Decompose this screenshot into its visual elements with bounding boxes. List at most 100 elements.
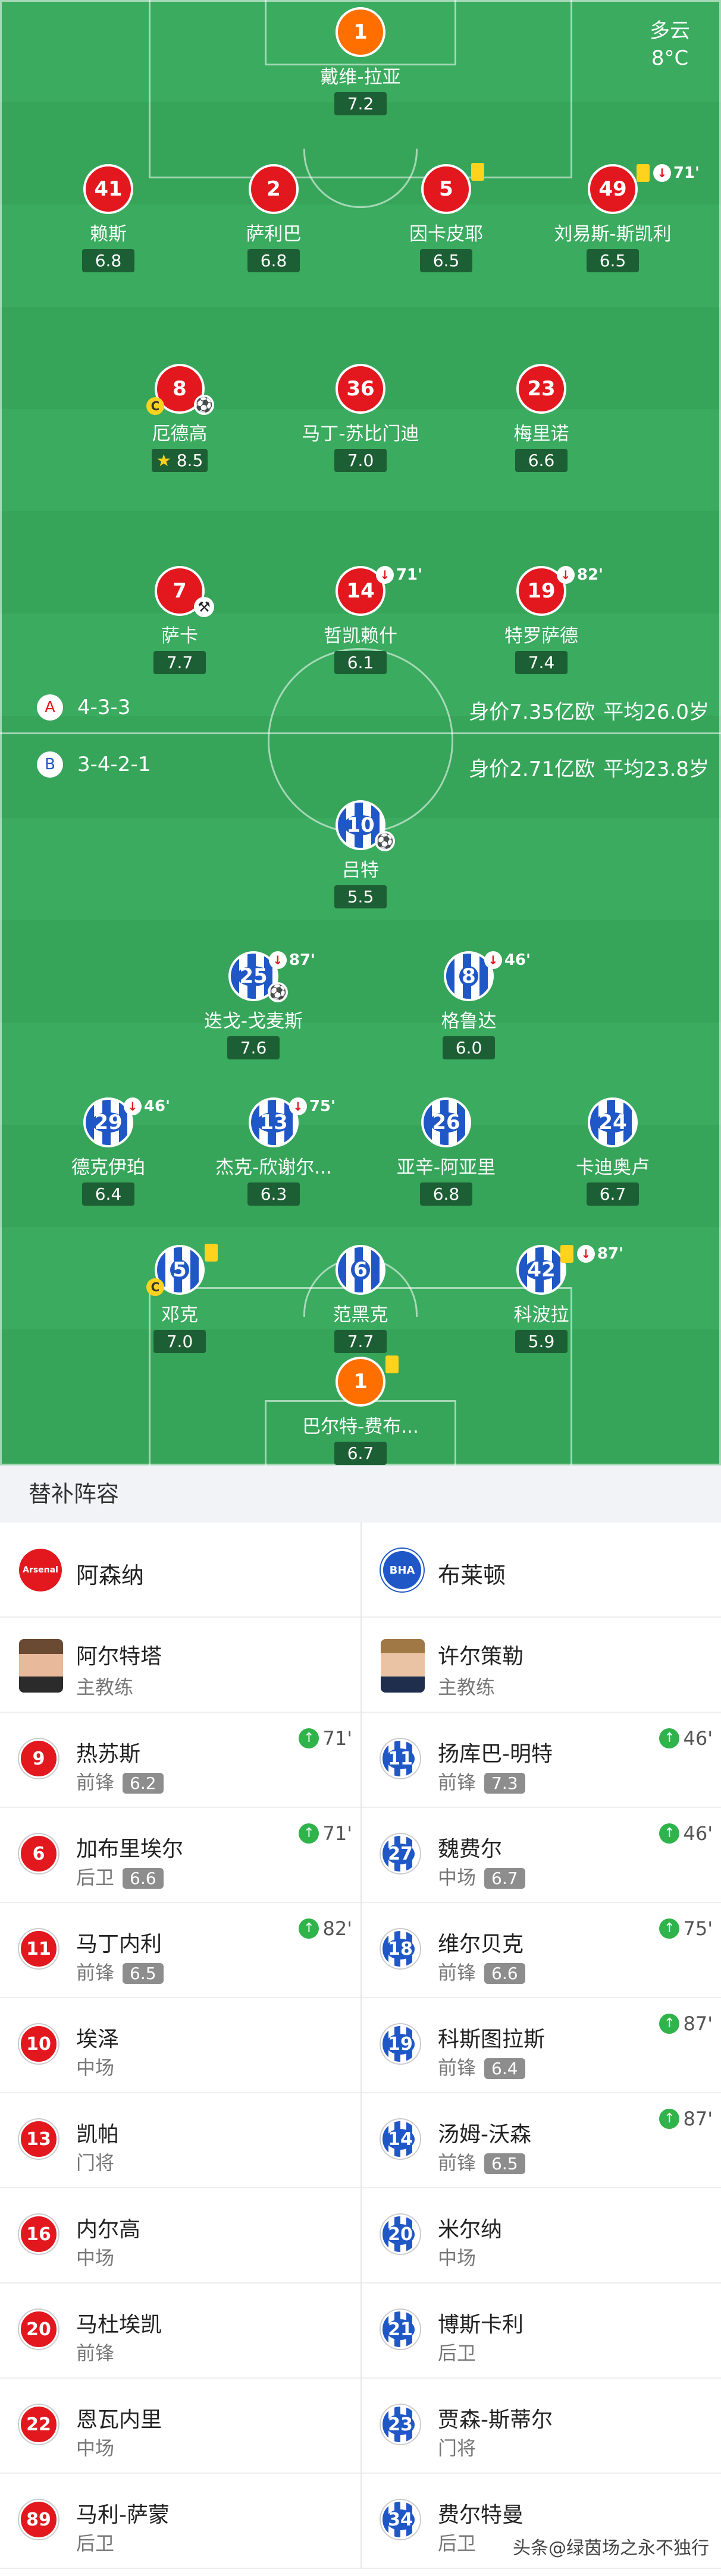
sub-out-badge: ↓87' <box>560 1245 623 1263</box>
player-number: 19 <box>527 579 556 603</box>
away-player-am2[interactable]: 8 ↓46' 格鲁达 6.0 <box>380 951 558 1059</box>
away-player-m3[interactable]: 26 亚辛-阿亚里 6.8 <box>357 1097 535 1206</box>
home-player-f2[interactable]: 14 ↓71' 哲凯赖什 6.1 <box>271 566 450 674</box>
player-number: 5 <box>439 177 453 201</box>
star-icon: ★ <box>156 451 171 470</box>
home-value: 身价7.35亿欧 <box>469 700 595 724</box>
sub-in-badge: ↑82' <box>299 1917 352 1940</box>
home-player-m2[interactable]: 36 马丁-苏比门迪 7.0 <box>271 364 450 472</box>
sub-in-badge: ↑71' <box>299 1727 352 1750</box>
player-rating: 5.9 <box>515 1330 568 1353</box>
player-name: 邓克 <box>161 1304 198 1326</box>
home-coach[interactable]: 阿尔特塔 主教练 <box>0 1618 360 1713</box>
arsenal-crest-icon: A <box>37 694 63 721</box>
sub-player-rating: 7.3 <box>484 1773 525 1794</box>
player-rating: 6.8 <box>82 249 134 272</box>
home-player-d3[interactable]: 5 因卡皮耶 6.5 <box>357 163 535 272</box>
player-rating: 6.3 <box>247 1182 300 1206</box>
player-rating: 7.7 <box>153 651 206 674</box>
player-rating: 6.5 <box>587 249 639 272</box>
player-number: 6 <box>351 1260 370 1280</box>
away-player-gk[interactable]: 1 巴尔特-费布... 6.7 <box>271 1355 450 1465</box>
sub-in-icon: ↑ <box>659 2109 680 2129</box>
sub-player-position: 中场 <box>76 2056 115 2079</box>
player-number: 36 <box>346 377 375 401</box>
home-team-header: Arsenal 阿森纳 <box>0 1523 360 1618</box>
player-name: 梅里诺 <box>513 423 569 445</box>
sub-player-position: 门将 <box>76 2152 115 2174</box>
subs-title: 替补阵容 <box>0 1465 721 1523</box>
player-number: 13 <box>257 1112 290 1133</box>
sub-player-name: 贾森-斯蒂尔 <box>438 2408 553 2432</box>
yellow-card-icon <box>385 1355 399 1373</box>
home-formation: 4-3-3 <box>77 696 131 719</box>
away-player-d3[interactable]: 42 ↓87' 科波拉 5.9 <box>452 1245 631 1353</box>
sub-in-badge: ↑87' <box>659 2108 713 2130</box>
sub-player-position: 中场 <box>76 2437 115 2459</box>
home-player-d2[interactable]: 2 萨利巴 6.8 <box>184 164 363 272</box>
sub-in-icon: ↑ <box>659 2014 680 2034</box>
player-number-badge: 18 <box>381 1929 420 1968</box>
away-value: 身价2.71亿欧 <box>469 757 595 781</box>
sub-out-icon: ↓ <box>556 566 575 584</box>
away-player-m4[interactable]: 24 卡迪奥卢 6.7 <box>523 1097 702 1206</box>
away-player-st[interactable]: 10⚽ 吕特 5.5 <box>271 800 450 908</box>
player-name: 格鲁达 <box>441 1011 497 1032</box>
player-rating: 7.6 <box>227 1036 280 1059</box>
home-player-f1[interactable]: 7⚒ 萨卡 7.7 <box>90 566 269 674</box>
player-number: 26 <box>430 1112 463 1133</box>
player-number: 25 <box>237 966 270 986</box>
brighton-logo-icon: BHA <box>381 1549 424 1591</box>
player-name: 特罗萨德 <box>504 625 578 647</box>
sub-player-name: 内尔高 <box>76 2218 141 2242</box>
sub-player-rating: 6.5 <box>123 1963 164 1984</box>
player-number: 49 <box>598 177 627 201</box>
player-number-badge: 11 <box>381 1739 420 1778</box>
away-player-m1[interactable]: 29 ↓46' 德克伊珀 6.4 <box>19 1097 198 1206</box>
away-player-d2[interactable]: 6 范黑克 7.7 <box>271 1245 450 1353</box>
away-player-m2[interactable]: 13 ↓75' 杰克-欣谢尔... 6.3 <box>184 1097 363 1206</box>
away-player-am1[interactable]: 25⚽ ↓87' 迭戈-戈麦斯 7.6 <box>164 951 343 1059</box>
sub-out-badge: ↓71' <box>375 566 422 584</box>
sub-player-name: 费尔特曼 <box>438 2503 524 2527</box>
sub-player-position: 中场 <box>76 2247 115 2269</box>
yellow-card-icon <box>636 164 650 182</box>
player-rating: 6.8 <box>247 249 300 272</box>
home-player-f3[interactable]: 19 ↓82' 特罗萨德 7.4 <box>452 566 631 674</box>
player-number: 1 <box>353 20 368 44</box>
home-player-m3[interactable]: 23 梅里诺 6.6 <box>452 364 631 472</box>
sub-player-name: 埃泽 <box>76 2027 120 2052</box>
home-team-name: 阿森纳 <box>76 1562 145 1589</box>
sub-in-badge: ↑87' <box>659 2012 713 2035</box>
away-coach[interactable]: 许尔策勒 主教练 <box>362 1618 721 1713</box>
home-player-d4[interactable]: 49 ↓71' 刘易斯-斯凯利 6.5 <box>523 164 702 272</box>
home-player-d1[interactable]: 41 赖斯 6.8 <box>19 164 198 272</box>
sub-in-badge: ↑46' <box>659 1822 713 1845</box>
away-team-name: 布莱顿 <box>438 1562 506 1589</box>
home-player-gk[interactable]: 1 戴维-拉亚 7.2 <box>271 7 450 115</box>
sub-player-rating: 6.2 <box>123 1773 164 1794</box>
player-number-badge: 11 <box>19 1929 58 1968</box>
